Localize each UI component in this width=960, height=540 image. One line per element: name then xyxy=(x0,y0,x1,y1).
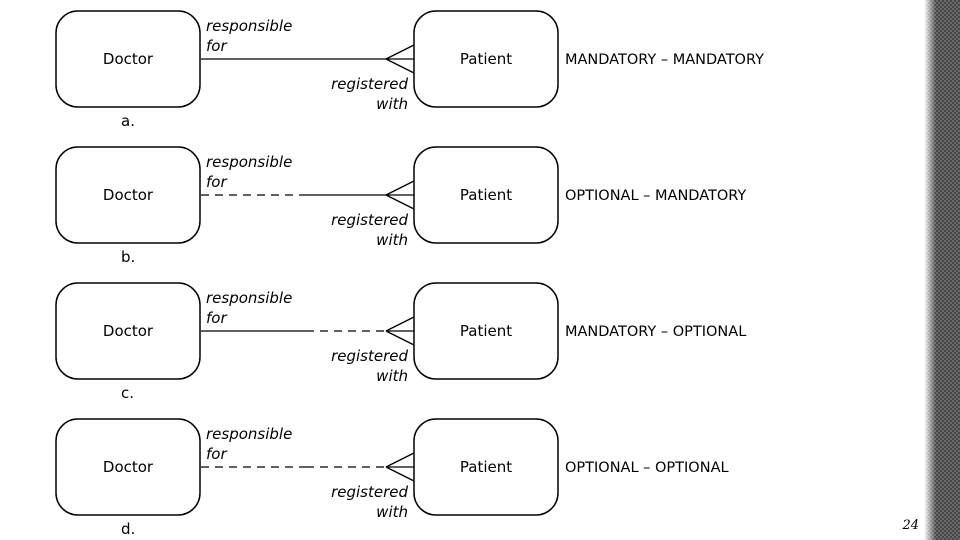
entity-box-doctor xyxy=(55,282,201,380)
role-label-bottom-line2: with xyxy=(376,95,408,113)
page-number: 24 xyxy=(902,518,919,533)
crows-foot-many xyxy=(385,180,415,210)
role-label-top-line2: for xyxy=(206,37,227,55)
row-letter: d. xyxy=(121,520,135,538)
role-label-top-line2: for xyxy=(206,445,227,463)
entity-label-doctor: Doctor xyxy=(103,322,154,340)
entity-label-doctor: Doctor xyxy=(103,50,154,68)
entity-box-doctor xyxy=(55,418,201,516)
role-label-bottom-line1: registered xyxy=(331,211,408,229)
role-label-top-line2: for xyxy=(206,173,227,191)
role-label-top-line1: responsible xyxy=(206,425,292,443)
entity-label-patient: Patient xyxy=(460,322,512,340)
role-label-top-line1: responsible xyxy=(206,17,292,35)
role-label-bottom-line2: with xyxy=(376,367,408,385)
role-label-bottom-line2: with xyxy=(376,231,408,249)
role-label-bottom-line1: registered xyxy=(331,483,408,501)
crows-foot-many xyxy=(385,452,415,482)
role-label-bottom-line1: registered xyxy=(331,347,408,365)
entity-label-patient: Patient xyxy=(460,50,512,68)
row-letter: c. xyxy=(121,384,134,402)
participation-label: MANDATORY – MANDATORY xyxy=(565,52,764,68)
entity-label-patient: Patient xyxy=(460,186,512,204)
participation-label: OPTIONAL – MANDATORY xyxy=(565,188,746,204)
role-label-bottom-line2: with xyxy=(376,503,408,521)
role-label-top-line1: responsible xyxy=(206,289,292,307)
entity-label-patient: Patient xyxy=(460,458,512,476)
entity-box-doctor xyxy=(55,146,201,244)
decorative-border-edge xyxy=(924,0,936,540)
role-label-bottom-line1: registered xyxy=(331,75,408,93)
role-label-top-line1: responsible xyxy=(206,153,292,171)
row-letter: b. xyxy=(121,248,135,266)
entity-box-doctor xyxy=(55,10,201,108)
participation-label: MANDATORY – OPTIONAL xyxy=(565,324,746,340)
crows-foot-many xyxy=(385,44,415,74)
role-label-top-line2: for xyxy=(206,309,227,327)
entity-label-doctor: Doctor xyxy=(103,458,154,476)
crows-foot-many xyxy=(385,316,415,346)
participation-label: OPTIONAL – OPTIONAL xyxy=(565,460,729,476)
row-letter: a. xyxy=(121,112,135,130)
entity-label-doctor: Doctor xyxy=(103,186,154,204)
